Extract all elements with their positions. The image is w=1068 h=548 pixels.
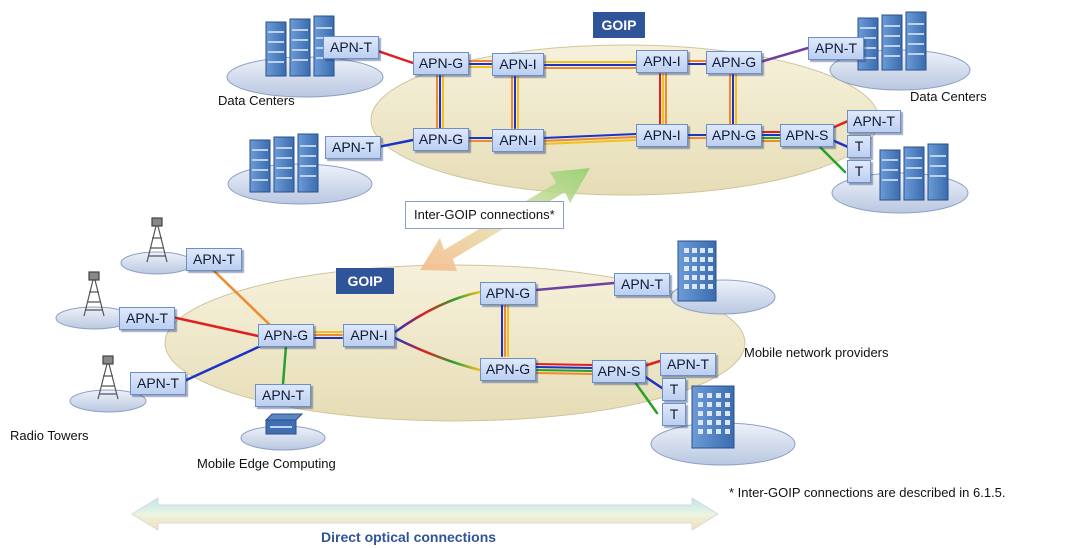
node-apn-t-dc-top-left: APN-T bbox=[323, 36, 379, 59]
node-apn-t-tower-top: APN-T bbox=[186, 248, 242, 271]
node-apn-t-mobile: APN-T bbox=[614, 273, 670, 296]
node-apn-t-top-right-s: APN-T bbox=[847, 110, 901, 133]
server-rack-icon-top-left bbox=[265, 15, 335, 77]
label-data-centers-right: Data Centers bbox=[910, 89, 987, 104]
node-apn-t-tower-mid: APN-T bbox=[119, 307, 175, 330]
node-t-top-1: T bbox=[847, 135, 871, 158]
footnote: * Inter-GOIP connections are described i… bbox=[729, 485, 1006, 500]
node-apn-s-top: APN-S bbox=[780, 124, 834, 147]
node-apn-t-mec: APN-T bbox=[255, 384, 311, 407]
server-rack-icon-top-right bbox=[857, 11, 927, 71]
platform-tower-top bbox=[120, 251, 194, 275]
node-apn-g-bottom-bottom: APN-G bbox=[480, 358, 536, 381]
radio-tower-icon-bottom bbox=[97, 355, 119, 400]
node-apn-t-dc-bottom-left: APN-T bbox=[325, 136, 381, 159]
building-icon-top bbox=[677, 240, 717, 302]
node-apn-i-bottom: APN-I bbox=[343, 324, 395, 347]
inter-goip-label: Inter-GOIP connections* bbox=[405, 201, 564, 229]
node-apn-g-bottom-left: APN-G bbox=[413, 128, 469, 151]
server-rack-icon-bottom-right bbox=[879, 143, 949, 201]
node-apn-g-bottom-left: APN-G bbox=[258, 324, 314, 347]
node-apn-i-top-2: APN-I bbox=[636, 50, 688, 73]
optical-arrow bbox=[131, 497, 719, 531]
node-apn-i-bottom-1: APN-I bbox=[492, 129, 544, 152]
edge-device-icon bbox=[264, 413, 304, 435]
node-apn-g-top-left: APN-G bbox=[413, 52, 469, 75]
radio-tower-icon-top bbox=[146, 217, 168, 263]
node-apn-i-bottom-2: APN-I bbox=[636, 124, 688, 147]
node-apn-g-top-right: APN-G bbox=[706, 51, 762, 74]
node-apn-g-bottom-top: APN-G bbox=[480, 282, 536, 305]
node-apn-g-bottom-right: APN-G bbox=[706, 124, 762, 147]
bottom-links bbox=[170, 267, 664, 415]
building-icon-bottom bbox=[691, 385, 735, 449]
node-apn-t-tower-bottom: APN-T bbox=[130, 372, 186, 395]
top-goip-badge: GOIP bbox=[593, 12, 645, 38]
node-apn-i-top-1: APN-I bbox=[492, 53, 544, 76]
radio-tower-icon-mid bbox=[83, 271, 105, 317]
server-rack-icon-bottom-left bbox=[249, 133, 319, 193]
node-apn-t-bottom-s: APN-T bbox=[660, 353, 716, 376]
node-t-top-2: T bbox=[847, 160, 871, 183]
node-apn-t-dc-top-right: APN-T bbox=[808, 37, 864, 60]
label-mobile-network-providers: Mobile network providers bbox=[744, 345, 889, 360]
platform-tower-bottom bbox=[69, 389, 147, 413]
label-radio-towers: Radio Towers bbox=[10, 428, 89, 443]
label-mobile-edge-computing: Mobile Edge Computing bbox=[197, 456, 336, 471]
node-apn-s-bottom: APN-S bbox=[592, 360, 646, 383]
label-data-centers-left: Data Centers bbox=[218, 93, 295, 108]
bottom-goip-badge: GOIP bbox=[336, 268, 394, 294]
node-t-bottom-2: T bbox=[662, 403, 686, 426]
top-links bbox=[376, 46, 850, 174]
node-t-bottom-1: T bbox=[662, 378, 686, 401]
optical-connections-label: Direct optical connections bbox=[321, 529, 497, 545]
